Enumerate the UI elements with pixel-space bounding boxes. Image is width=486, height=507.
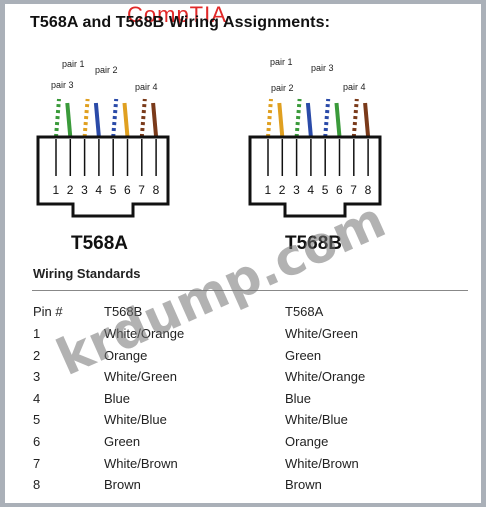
t568a-label: T568A	[71, 233, 129, 254]
table-row: 3 White/Green White/Orange	[5, 369, 481, 390]
t568a-color-cell: Green	[285, 347, 322, 363]
table-row: 8 Brown Brown	[5, 477, 481, 498]
t568b-wire-white-blue	[323, 98, 331, 138]
t568b-pin-number: 7	[350, 183, 357, 197]
table-row: 6 Green Orange	[5, 434, 481, 455]
table-row: 4 Blue Blue	[5, 391, 481, 412]
t568b-wire-white-orange	[266, 98, 273, 138]
pin-number-cell: 4	[33, 390, 41, 406]
t568a-color-cell: White/Orange	[285, 369, 366, 385]
t568b-pin-number: 6	[336, 183, 343, 197]
table-header-row: Pin # T568B T568A	[5, 304, 481, 325]
t568a-wire-brown	[151, 102, 159, 138]
t568b-pair4-label: pair 4	[343, 82, 366, 92]
t568a-wire-white-brown	[139, 98, 147, 138]
t568a-color-cell: Blue	[285, 390, 312, 406]
table-row: 2 Orange Green	[5, 348, 481, 369]
t568b-pair2-label: pair 2	[271, 83, 294, 93]
pin-number-cell: 3	[33, 369, 41, 385]
t568b-color-cell: Blue	[104, 390, 131, 406]
t568a-color-cell: Orange	[285, 434, 329, 449]
t568b-pin-number: 5	[322, 183, 329, 197]
t568a-pair1-label: pair 1	[62, 59, 85, 69]
t568b-pair3-label: pair 3	[311, 63, 334, 73]
t568a-color-cell: White/Brown	[285, 455, 359, 471]
t568a-wire-blue	[93, 102, 101, 138]
site-watermark-text: krdump.com	[48, 191, 393, 387]
t568a-pin-number: 7	[138, 183, 145, 197]
t568a-pin-number: 3	[81, 183, 88, 197]
table-row: 7 White/Brown White/Brown	[5, 456, 481, 477]
section-divider	[32, 290, 468, 291]
t568b-wire-green	[334, 102, 342, 138]
pin-number-cell: 5	[33, 412, 41, 428]
t568a-wire-white-blue	[111, 98, 119, 138]
comptia-watermark: CompTIA	[127, 2, 227, 27]
t568a-pin-number: 5	[110, 183, 117, 197]
t568a-pin-number: 8	[153, 183, 160, 197]
t568b-color-cell: White/Brown	[104, 455, 178, 471]
column-header-t568a: T568A	[285, 304, 324, 319]
column-header-pin: Pin #	[33, 304, 63, 319]
t568b-wire-white-green	[294, 98, 302, 138]
t568b-pair1-label: pair 1	[270, 57, 293, 67]
t568a-pair4-label: pair 4	[135, 82, 158, 92]
t568a-wire-white-orange	[82, 98, 90, 138]
t568b-color-cell: White/Green	[104, 369, 177, 385]
t568b-pin-number: 2	[279, 183, 286, 197]
t568b-wire-brown	[363, 102, 371, 138]
t568a-pin-number: 6	[124, 183, 131, 197]
krdump-watermark: krdump.com	[48, 191, 393, 387]
t568a-wires	[54, 98, 159, 138]
wiring-standards-heading: Wiring Standards	[33, 266, 141, 281]
page-title: T568A and T568B Wiring Assignments:	[30, 14, 331, 31]
pin-number-cell: 2	[33, 347, 41, 363]
t568b-label: T568B	[285, 233, 343, 254]
pin-number-cell: 7	[33, 455, 41, 471]
t568b-wire-white-brown	[351, 98, 359, 138]
t568b-wire-orange	[277, 102, 285, 138]
t568a-pin-number: 1	[53, 183, 60, 197]
pin-number-cell: 1	[33, 326, 41, 341]
t568b-wires	[266, 98, 371, 138]
t568a-color-cell: Brown	[285, 477, 322, 493]
t568b-pin-number: 8	[365, 183, 372, 197]
t568b-color-cell: Brown	[104, 477, 141, 493]
table-row: 5 White/Blue White/Blue	[5, 412, 481, 433]
t568a-color-cell: White/Green	[285, 326, 358, 341]
t568b-color-cell: Green	[104, 434, 141, 449]
t568a-pin-number: 2	[67, 183, 74, 197]
t568a-pair2-label: pair 2	[95, 65, 118, 75]
t568b-color-cell: Orange	[104, 347, 148, 363]
t568b-color-cell: White/Blue	[104, 412, 167, 428]
t568b-color-cell: White/Orange	[104, 326, 185, 341]
pin-number-cell: 8	[33, 477, 41, 493]
t568b-pin-number: 3	[293, 183, 300, 197]
page-card: CompTIA T568A and T568B Wiring Assignmen…	[5, 2, 481, 503]
t568a-pin-number: 4	[95, 183, 102, 197]
t568a-pair3-label: pair 3	[51, 80, 74, 90]
table-row: 1 White/Orange White/Green	[5, 326, 481, 347]
t568b-pin-number: 1	[265, 183, 272, 197]
t568b-wire-blue	[305, 102, 313, 138]
t568b-pin-number: 4	[307, 183, 314, 197]
t568a-wire-white-green	[54, 98, 61, 138]
column-header-t568b: T568B	[104, 304, 143, 319]
t568a-wire-green	[65, 102, 73, 138]
t568a-wire-orange	[122, 102, 130, 138]
pin-number-cell: 6	[33, 434, 41, 449]
t568a-color-cell: White/Blue	[285, 412, 348, 428]
